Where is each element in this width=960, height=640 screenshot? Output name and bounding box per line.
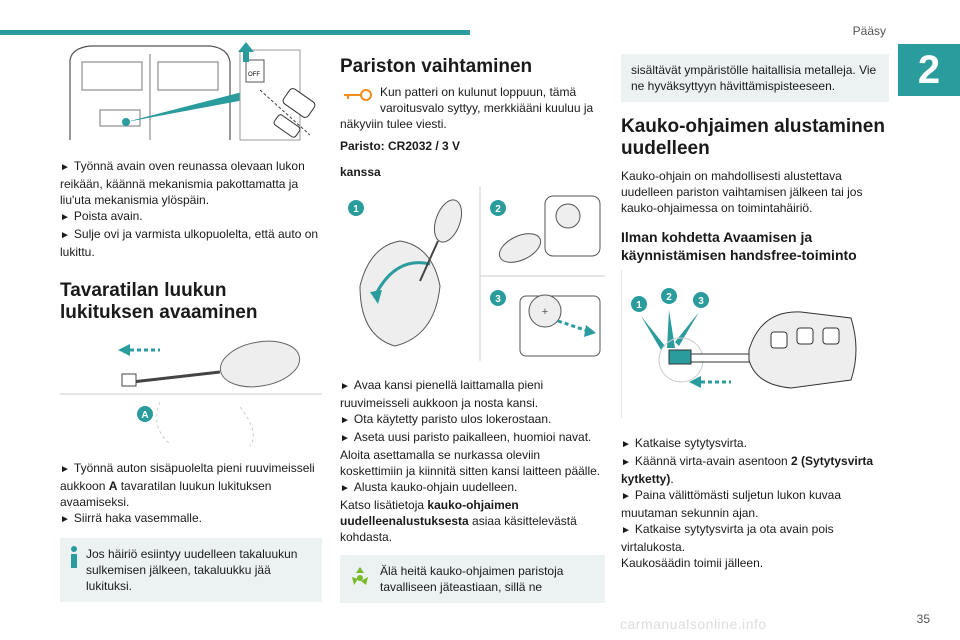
bullet-arrow-icon: ► (621, 439, 631, 450)
svg-text:+: + (542, 306, 548, 318)
bullet-arrow-icon: ► (340, 415, 350, 426)
recycle-leaf-icon (352, 567, 368, 585)
info-note: Jos häiriö esiintyy uudelleen takaluukun… (60, 538, 322, 602)
eco-note-continued: sisältävät ympäristölle haitallisia meta… (621, 54, 889, 102)
bullet-arrow-icon: ► (340, 483, 350, 494)
final-text: Kaukosäädin toimii jälleen. (621, 556, 764, 570)
list-item: ►Katkaise sytytysvirta. (621, 436, 747, 450)
column-2: Pariston vaihtaminen Kun patteri on kulu… (340, 40, 605, 603)
van-rear-lock-illustration: OFF (69, 42, 316, 141)
bullet-arrow-icon: ► (621, 525, 631, 536)
bullet-arrow-icon: ► (340, 381, 350, 392)
reinit-section-heading: Kauko-ohjaimen alustaminen uudelleen (621, 116, 885, 159)
bullet-arrow-icon: ► (60, 212, 70, 223)
list-item: ►Siirrä haka vasemmalle. (60, 511, 202, 525)
step-3-badge: 3 (495, 294, 501, 305)
column-1: OFF ►Työnnä avain oven reunassa olevaan … (60, 40, 322, 602)
step-2-badge: 2 (495, 204, 501, 215)
warning-text-block: Kun patteri on kulunut loppuun, tämä var… (340, 85, 594, 131)
svg-text:OFF: OFF (248, 72, 260, 78)
page-number: 35 (916, 612, 930, 626)
list-item: ►Aseta uusi paristo paikalleen, huomioi … (340, 430, 601, 478)
list-item: ►Työnnä auton sisäpuolelta pieni ruuvime… (60, 461, 315, 509)
boot-section-heading: Tavaratilan luukun lukituksen avaaminen (60, 280, 258, 323)
with-label: kanssa (340, 165, 381, 179)
bullet-arrow-icon: ► (60, 162, 70, 173)
battery-type: Paristo: CR2032 / 3 V (340, 139, 461, 153)
screwdriver-boot-illustration: A (60, 340, 322, 447)
watermark: carmanualsonline.info (620, 616, 767, 632)
list-item: ►Katkaise sytytysvirta ja ota avain pois… (621, 522, 834, 554)
list-item: ►Käännä virta-avain asentoon 2 (Sytytysv… (621, 454, 874, 486)
bullet-arrow-icon: ► (340, 433, 350, 444)
list-item: ►Avaa kansi pienellä laittamalla pieni r… (340, 378, 544, 410)
list-item: ►Ota käytetty paristo ulos lokerostaan. (340, 412, 552, 426)
bullet-arrow-icon: ► (60, 230, 70, 241)
column-3: sisältävät ympäristölle haitallisia meta… (620, 40, 889, 571)
bullet-arrow-icon: ► (60, 514, 70, 525)
list-item: ►Alusta kauko-ohjain uudelleen. (340, 480, 518, 494)
bullet-arrow-icon: ► (60, 464, 70, 475)
battery-replacement-illustration: 1 2 3 + (348, 186, 605, 361)
bullet-arrow-icon: ► (621, 491, 631, 502)
more-info-text: Katso lisätietoja kauko-ohjaimen uudelle… (340, 498, 577, 544)
callout-A-label: A (141, 410, 148, 421)
header-accent-bar (0, 30, 470, 35)
step-3-badge: 3 (698, 296, 704, 307)
eco-note: Älä heitä kauko-ohjaimen paristoja taval… (340, 555, 605, 603)
list-item: ►Sulje ovi ja varmista ulkopuolelta, ett… (60, 227, 319, 259)
list-item: ►Poista avain. (60, 209, 143, 223)
reinit-intro: Kauko-ohjain on mahdollisesti alustettav… (621, 169, 863, 215)
bullet-arrow-icon: ► (621, 457, 631, 468)
step-1-badge: 1 (353, 204, 359, 215)
list-item: ►Työnnä avain oven reunassa olevaan luko… (60, 159, 305, 207)
step-2-badge: 2 (666, 292, 672, 303)
chapter-tab: 2 (898, 44, 960, 96)
step-1-badge: 1 (636, 300, 642, 311)
key-warning-icon (340, 86, 374, 104)
info-icon (68, 546, 80, 568)
section-title: Pääsy (852, 24, 886, 38)
battery-section-heading: Pariston vaihtaminen (340, 56, 533, 77)
key-reinit-illustration: 1 2 3 (620, 270, 857, 418)
list-item: ►Paina välittömästi suljetun lukon kuvaa… (621, 488, 842, 520)
handsfree-subheading: Ilman kohdetta Avaamisen ja käynnistämis… (621, 229, 857, 263)
